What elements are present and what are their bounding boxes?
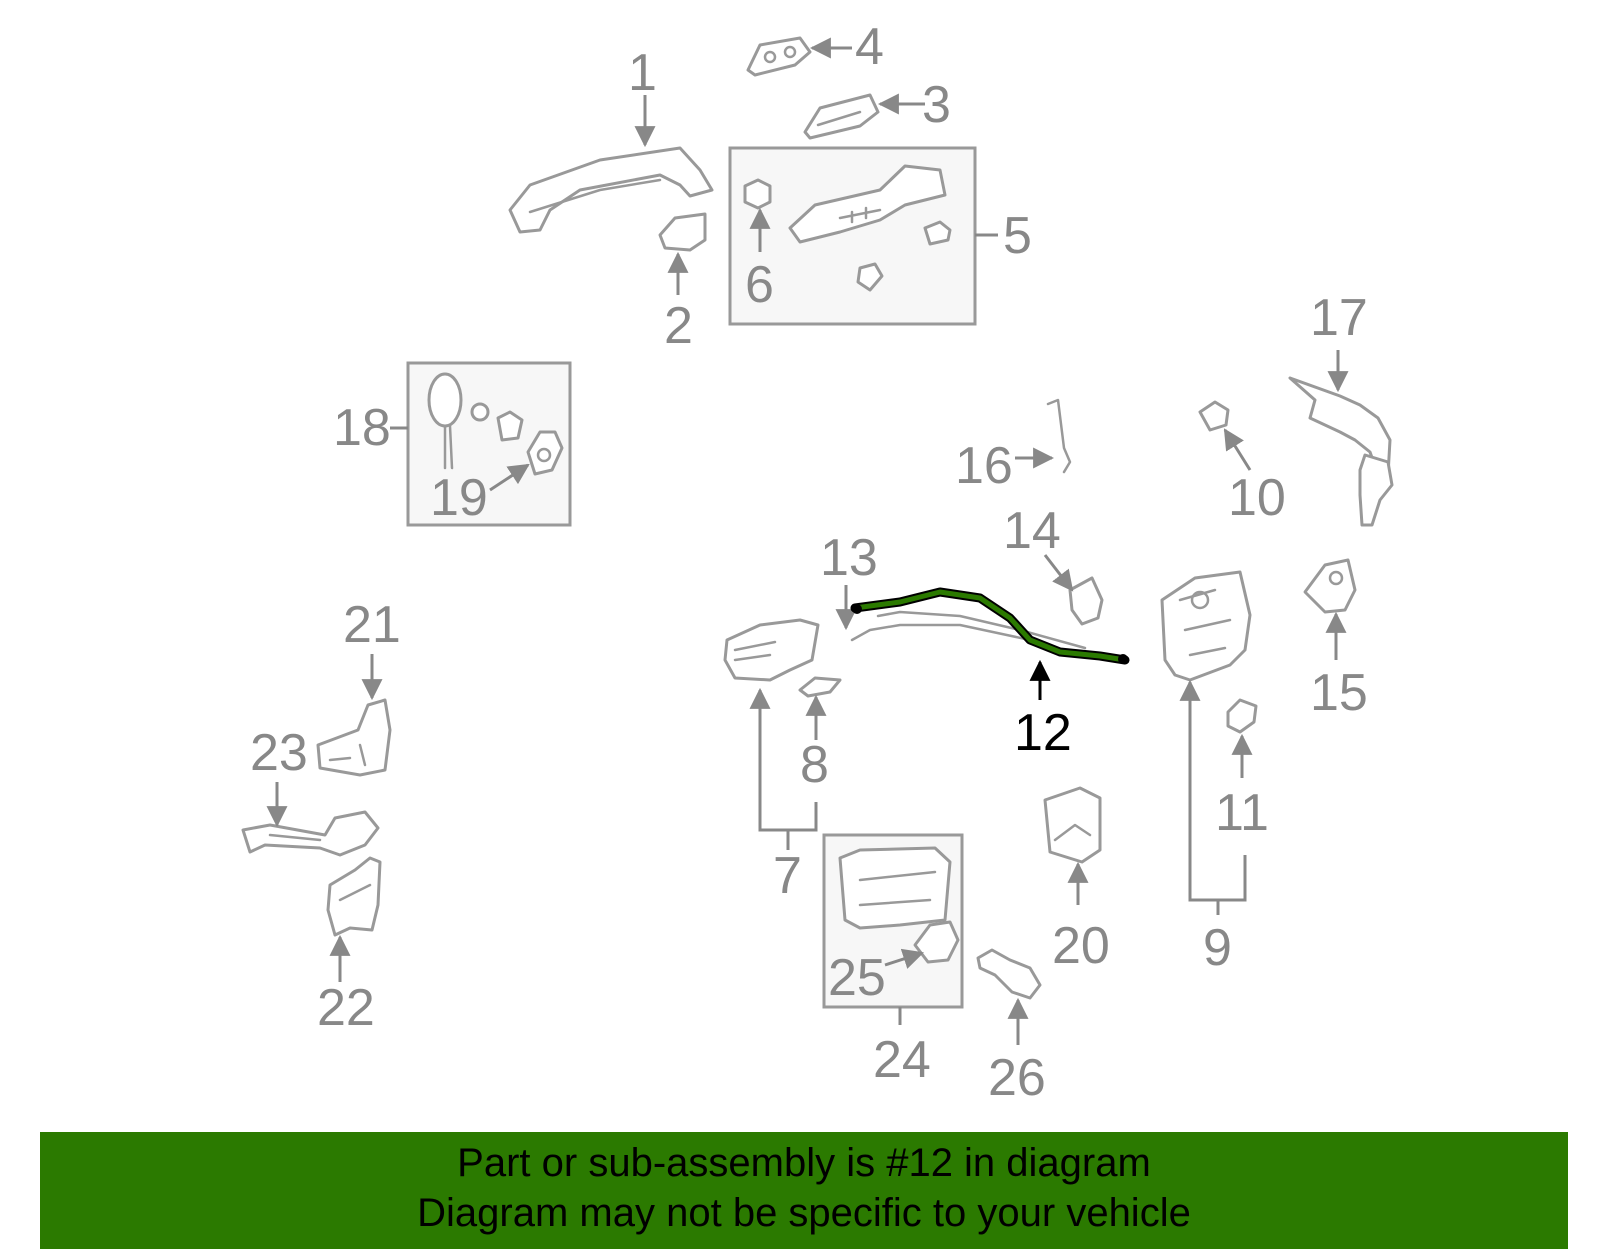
part-5-screw-b[interactable] <box>856 262 884 292</box>
label-18: 18 <box>333 399 391 457</box>
leader-7 <box>760 690 818 850</box>
part-1-outer-handle[interactable] <box>508 146 714 234</box>
part-26-bolt[interactable] <box>976 948 1042 1000</box>
label-23: 23 <box>250 724 308 782</box>
label-12: 12 <box>1014 704 1072 762</box>
part-2-cap[interactable] <box>658 212 707 252</box>
label-24: 24 <box>873 1031 931 1089</box>
part-25-plug[interactable] <box>913 920 960 964</box>
part-19-fob[interactable] <box>526 430 564 476</box>
part-14-bracket[interactable] <box>1068 576 1104 626</box>
part-7-inside-handle[interactable] <box>723 618 820 682</box>
part-16-rod[interactable] <box>1046 398 1072 474</box>
part-15-striker[interactable] <box>1303 558 1357 614</box>
part-24-pull-handle[interactable] <box>838 846 952 930</box>
part-5-screw-a[interactable] <box>923 220 952 246</box>
label-19: 19 <box>430 469 488 527</box>
leader-9 <box>1190 682 1247 915</box>
banner-line-1: Part or sub-assembly is #12 in diagram <box>457 1141 1151 1185</box>
label-9: 9 <box>1203 919 1232 977</box>
label-6: 6 <box>745 256 774 314</box>
label-8: 8 <box>800 736 829 794</box>
label-21: 21 <box>343 596 401 654</box>
part-22-lower-hinge[interactable] <box>326 856 382 937</box>
part-18-cylinder[interactable] <box>496 410 524 442</box>
part-4-gasket[interactable] <box>746 36 812 77</box>
part-8-bezel-cap[interactable] <box>798 676 842 698</box>
label-3: 3 <box>922 76 951 134</box>
part-10-bolt[interactable] <box>1198 400 1230 432</box>
leader-19 <box>489 463 530 492</box>
info-banner: Part or sub-assembly is #12 in diagram D… <box>40 1132 1568 1249</box>
label-4: 4 <box>855 18 884 76</box>
part-9-lock-actuator[interactable] <box>1160 570 1252 682</box>
label-15: 15 <box>1310 664 1368 722</box>
leader-25 <box>884 948 924 969</box>
label-2: 2 <box>664 297 693 355</box>
label-14: 14 <box>1003 502 1061 560</box>
label-13: 13 <box>820 529 878 587</box>
label-7: 7 <box>773 847 802 905</box>
label-1: 1 <box>628 44 657 102</box>
label-22: 22 <box>317 979 375 1037</box>
leader-14 <box>1043 554 1074 592</box>
part-5-handle-frame[interactable] <box>788 164 947 244</box>
label-16: 16 <box>955 437 1013 495</box>
label-11: 11 <box>1215 784 1269 842</box>
part-3-pad[interactable] <box>803 93 880 140</box>
part-17-lock-cylinder[interactable] <box>1288 376 1394 527</box>
label-26: 26 <box>988 1049 1046 1107</box>
label-25: 25 <box>828 949 886 1007</box>
part-12-lock-cable[interactable] <box>850 587 1130 665</box>
label-20: 20 <box>1052 917 1110 975</box>
part-20-module[interactable] <box>1043 786 1102 864</box>
part-18-key[interactable] <box>427 372 463 470</box>
part-23-door-check[interactable] <box>241 810 380 857</box>
part-11-grommet[interactable] <box>1226 698 1258 734</box>
part-6-cap[interactable] <box>743 178 772 210</box>
label-10: 10 <box>1228 469 1286 527</box>
leader-10 <box>1223 428 1252 471</box>
part-21-upper-hinge[interactable] <box>316 698 392 777</box>
label-17: 17 <box>1310 289 1368 347</box>
banner-line-2: Diagram may not be specific to your vehi… <box>417 1191 1191 1235</box>
label-5: 5 <box>1003 207 1032 265</box>
part-18-ring[interactable] <box>470 402 490 422</box>
